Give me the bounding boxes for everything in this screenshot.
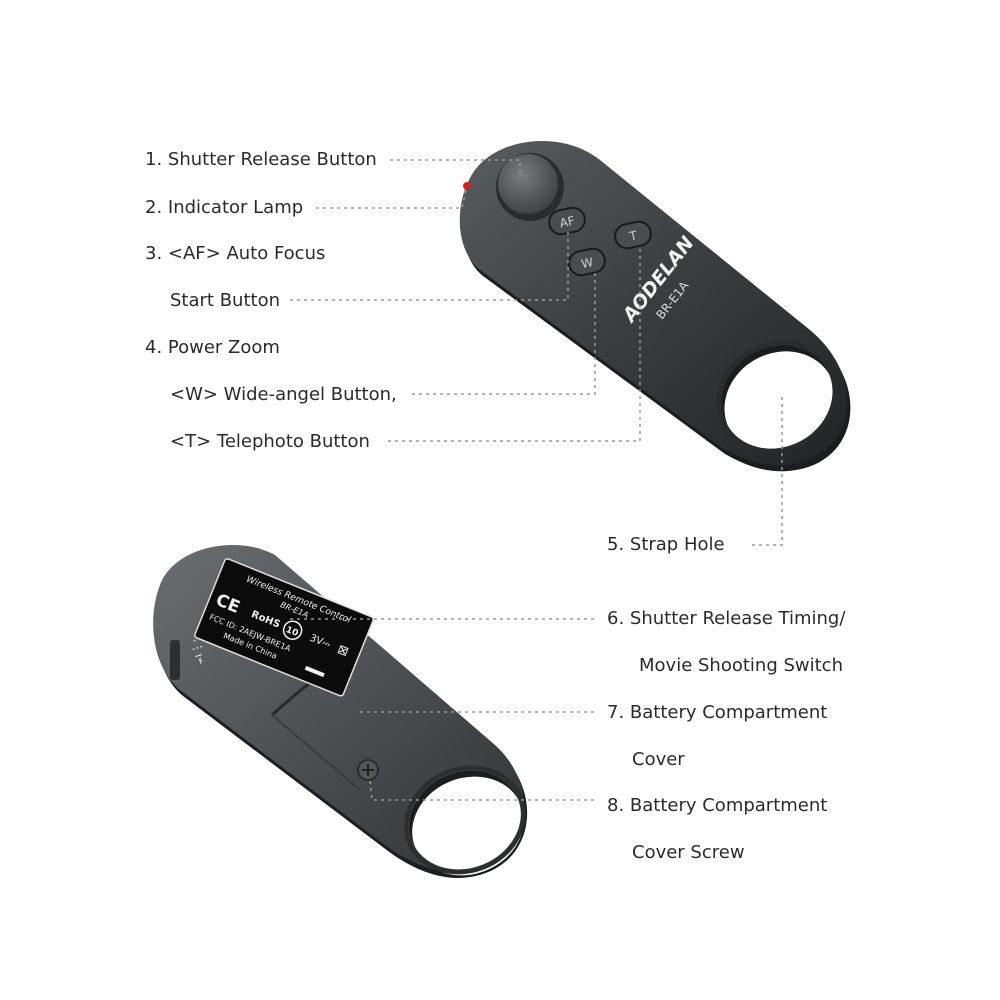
callout-screw-line2: Cover Screw <box>632 842 745 863</box>
w-button: W <box>568 247 606 277</box>
indicator-lamp-icon <box>463 182 471 190</box>
af-button-label: AF <box>558 214 576 231</box>
leader-5 <box>752 395 783 546</box>
callout-af-line2: Start Button <box>170 290 280 311</box>
callout-af-line1: 3. <AF> Auto Focus <box>145 243 326 264</box>
callout-timing-line2: Movie Shooting Switch <box>639 655 843 676</box>
ten-mark: 10 <box>284 625 299 639</box>
t-button-label: T <box>627 228 639 244</box>
t-button: T <box>614 220 652 250</box>
callout-shutter-release: 1. Shutter Release Button <box>145 149 377 170</box>
leader-3 <box>290 232 569 301</box>
shutter-release-button <box>496 153 564 221</box>
weee-bin-icon: ⊠ <box>335 642 351 660</box>
callout-power-zoom: 4. Power Zoom <box>145 337 280 358</box>
leader-2 <box>316 189 467 209</box>
callout-wide-button: <W> Wide-angel Button, <box>170 384 397 405</box>
callout-indicator-lamp: 2. Indicator Lamp <box>145 197 304 218</box>
leader-4t <box>388 246 641 442</box>
callout-strap-hole: 5. Strap Hole <box>607 534 725 555</box>
timing-switch <box>170 640 180 680</box>
leader-4w <box>412 272 596 395</box>
callout-timing-line1: 6. Shutter Release Timing/ <box>607 608 846 629</box>
callout-leaders <box>290 159 783 801</box>
callout-tele-button: <T> Telephoto Button <box>170 431 370 452</box>
af-button: AF <box>548 206 586 236</box>
callout-screw-line1: 8. Battery Compartment <box>607 795 828 816</box>
leader-1 <box>390 159 521 176</box>
callout-battery-cover-line2: Cover <box>632 749 685 770</box>
battery-cover-screw <box>357 759 379 781</box>
w-button-label: W <box>580 255 595 271</box>
callout-battery-cover-line1: 7. Battery Compartment <box>607 702 828 723</box>
ten-year-circle <box>282 620 303 640</box>
